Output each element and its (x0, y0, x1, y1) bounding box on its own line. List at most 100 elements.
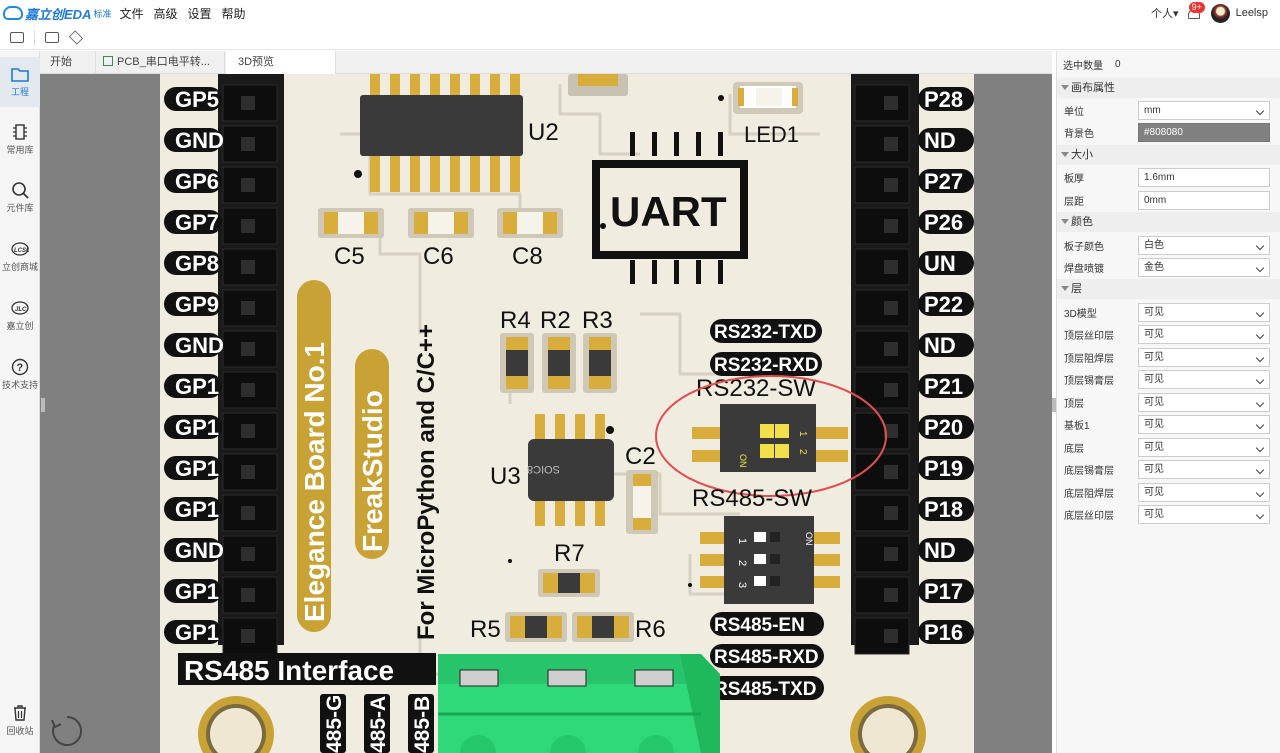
right-panel-toggle[interactable] (1052, 398, 1056, 412)
right-pin-label: P20 (924, 415, 963, 440)
r5-ref: R5 (470, 616, 501, 643)
left-pin-label: GP1 (175, 374, 219, 399)
sidebar-item-common-lib[interactable]: 常用库 (0, 115, 40, 165)
layer-visibility-select[interactable]: 可见 (1138, 437, 1270, 457)
r2-ref: R2 (540, 307, 571, 334)
layer-name: 底层锡膏层 (1064, 466, 1114, 477)
sidebar-item-jlc[interactable]: JLC 嘉立创 (0, 291, 40, 341)
r7-component: R7 (508, 540, 600, 597)
sidebar-item-support[interactable]: ? 技术支持 (0, 350, 40, 400)
left-panel-toggle[interactable] (41, 398, 45, 412)
document-tabs: 开始 PCB_串口电平转... 3D预览 (40, 51, 1052, 74)
tab-start[interactable]: 开始 (40, 51, 96, 74)
right-pin-label: P27 (924, 169, 963, 194)
app-brand: 嘉立创EDA (25, 6, 92, 22)
freak-label: FreakStudio (355, 349, 389, 559)
user-area: 个人▾ 9+ Leelsp (1151, 0, 1280, 26)
layer-visibility-select[interactable]: 可见 (1138, 370, 1270, 389)
rs485-switch: RS485-SW 1 2 3 ON (688, 485, 840, 604)
rs485-sw-2: 2 (736, 560, 748, 566)
left-pin: GP1 (164, 494, 278, 532)
thickness-label: 板厚 (1064, 173, 1084, 185)
left-sidebar: 工程 常用库 元件库 LCSC 立创商城 JLC 嘉立创 ? 技术支持 回收站 (0, 51, 40, 753)
bg-color-label: 背景色 (1064, 128, 1094, 140)
u2-chip: U2 (354, 74, 559, 192)
right-pin-label: UN (924, 251, 956, 276)
left-pin-label: GP9 (175, 292, 219, 317)
r3-ref: R3 (582, 307, 613, 334)
layer-name: 顶层 (1064, 398, 1084, 410)
layer-row: 底层可见 (1057, 436, 1280, 458)
svg-text:?: ? (17, 362, 24, 374)
right-pin-label: ND (924, 333, 956, 358)
left-pin: GP8 (164, 248, 278, 286)
section-color[interactable]: 颜色 (1057, 212, 1280, 232)
menu-help[interactable]: 帮助 (221, 6, 246, 21)
unit-select[interactable]: mm (1138, 100, 1270, 120)
thickness-input[interactable]: 1.6mm (1138, 167, 1270, 187)
section-size[interactable]: 大小 (1057, 145, 1280, 165)
image-export-icon[interactable] (45, 32, 59, 43)
layer-visibility-select[interactable]: 可见 (1138, 392, 1270, 412)
bg-color-input[interactable]: #808080 (1138, 122, 1270, 142)
u3-ref: U3 (490, 463, 521, 490)
pad-finish-select[interactable]: 金色 (1138, 257, 1270, 277)
rs232-sw-on: ON (738, 454, 748, 468)
folder-open-icon[interactable] (10, 32, 24, 43)
rs232-signal-label: RS232-RXD (714, 355, 819, 376)
bell-icon[interactable]: 9+ (1187, 2, 1205, 20)
layer-visibility-select[interactable]: 可见 (1138, 325, 1270, 344)
layer-name: 底层阻焊层 (1064, 488, 1114, 500)
right-pin: P20 (854, 412, 974, 450)
layer-visibility-select[interactable]: 可见 (1138, 505, 1270, 524)
spacing-input[interactable]: 0mm (1138, 190, 1270, 210)
board-color-select[interactable]: 白色 (1138, 235, 1270, 255)
left-pin: GP1 (164, 617, 278, 655)
right-pin-label: P16 (924, 620, 963, 645)
tab-pcb[interactable]: PCB_串口电平转... (97, 51, 225, 74)
rs485-sw-label: RS485-SW (692, 485, 812, 512)
menu-settings[interactable]: 设置 (187, 6, 212, 21)
menu-file[interactable]: 文件 (119, 6, 144, 21)
avatar[interactable] (1210, 3, 1230, 23)
menu-advanced[interactable]: 高级 (153, 6, 178, 21)
rs232-switch: RS232-SW ON 1 2 (692, 375, 848, 472)
left-pin-label: GP1 (175, 579, 219, 604)
layers-icon[interactable] (68, 30, 84, 45)
section-layers[interactable]: 层 (1057, 279, 1280, 299)
username[interactable]: Leelsp (1235, 7, 1268, 19)
reset-view-icon[interactable] (50, 714, 84, 748)
sidebar-item-project[interactable]: 工程 (0, 57, 40, 107)
right-pin-label: P18 (924, 497, 963, 522)
sidebar-item-lcsc-mall[interactable]: LCSC 立创商城 (0, 232, 40, 282)
app-logo[interactable]: 嘉立创EDA 标准 (3, 4, 111, 23)
layer-visibility-select[interactable]: 可见 (1138, 347, 1270, 367)
rs485-signal-label: RS485-TXD (714, 679, 816, 700)
section-canvas-props[interactable]: 画布属性 (1057, 78, 1280, 98)
pcb-3d-view[interactable]: GP5GNDGP6GP7GP8GP9GNDGP1GP1GP1GP1GNDGP1G… (40, 74, 1052, 753)
personal-menu[interactable]: 个人▾ (1151, 8, 1179, 20)
right-pin: UN (854, 248, 974, 286)
menu-bar: 嘉立创EDA 标准 文件 高级 设置 帮助 个人▾ 9+ Leelsp (0, 0, 1280, 26)
layer-visibility-select[interactable]: 可见 (1138, 482, 1270, 502)
left-pin-label: GP1 (175, 497, 219, 522)
left-pin: GP6 (164, 166, 278, 204)
tab-3d-preview[interactable]: 3D预览 (226, 51, 336, 74)
layer-name: 顶层阻焊层 (1064, 353, 1114, 365)
layer-name: 基板1 (1064, 421, 1090, 432)
terminal-block (438, 654, 720, 753)
layer-row: 底层丝印层 可见 (1057, 504, 1280, 526)
c2-component: C2 (625, 443, 658, 534)
layer-visibility-select[interactable]: 可见 (1138, 302, 1270, 322)
right-pin: P18 (854, 494, 974, 532)
layer-name: 底层丝印层 (1064, 511, 1114, 522)
left-pin-label: GND (175, 333, 224, 358)
sidebar-item-component-lib[interactable]: 元件库 (0, 173, 40, 223)
uart-label: UART (610, 188, 727, 235)
trash-icon (14, 705, 26, 721)
layer-visibility-select[interactable]: 可见 (1138, 415, 1270, 434)
sidebar-item-trash[interactable]: 回收站 (0, 696, 40, 746)
layer-visibility-select[interactable]: 可见 (1138, 460, 1270, 479)
left-pin-label: GP8 (175, 251, 219, 276)
